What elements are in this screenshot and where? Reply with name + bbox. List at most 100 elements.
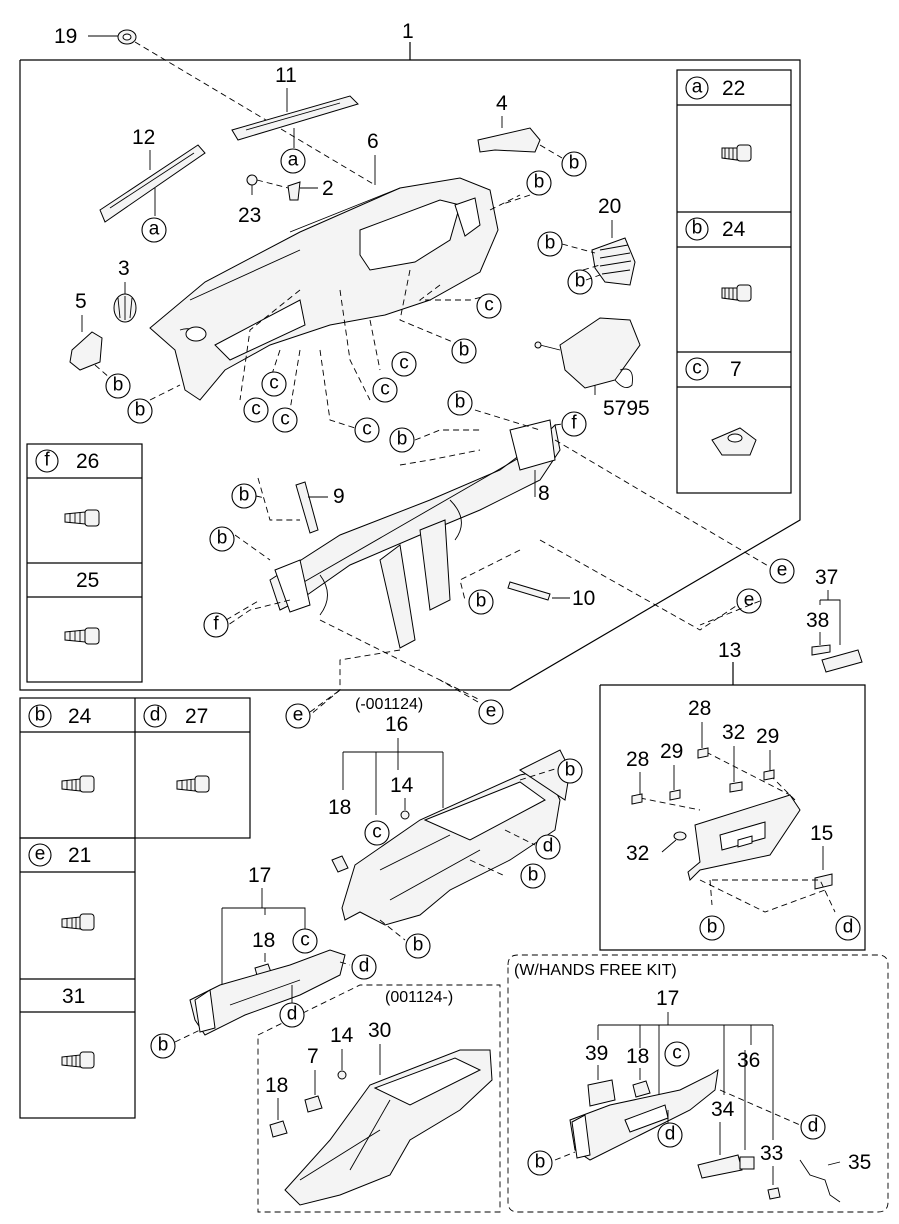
legend-25-part: 25 <box>76 569 99 592</box>
callout-3: 3 <box>118 257 130 280</box>
callout-b: b <box>545 233 556 254</box>
screw-icon <box>61 913 95 931</box>
legend-b-lower-letter: b <box>35 705 46 726</box>
callout-b: b <box>569 153 580 174</box>
callout-b: b <box>459 340 470 361</box>
callout-18b: 18 <box>252 929 275 952</box>
clip-nut-icon <box>711 427 757 456</box>
legend-b-lower-part: 24 <box>68 705 92 728</box>
screw-icon <box>61 1051 95 1069</box>
callout-12: 12 <box>132 126 155 149</box>
part-6-crash-pad: 6 <box>149 130 499 401</box>
callout-b: b <box>455 392 466 413</box>
callout-b: b <box>158 1035 169 1056</box>
callout-e: e <box>744 590 755 611</box>
callout-16: 16 <box>385 713 408 736</box>
callout-15: 15 <box>810 822 833 845</box>
callout-c: c <box>251 399 261 420</box>
callout-8: 8 <box>538 482 550 505</box>
part-37-switch: 37 38 <box>806 566 863 673</box>
legend-a-part: 22 <box>722 77 745 100</box>
callout-18d: 18 <box>626 1045 649 1068</box>
legend-e-letter: e <box>35 844 46 865</box>
legend-e-part: 21 <box>68 844 91 867</box>
callout-17b: 17 <box>656 987 679 1010</box>
callout-b: b <box>113 375 124 396</box>
callout-c: c <box>484 295 494 316</box>
callout-4: 4 <box>496 92 508 115</box>
callout-b: b <box>239 485 250 506</box>
callout-c: c <box>280 409 290 430</box>
callout-b: b <box>535 1152 546 1173</box>
callout-17a: 17 <box>248 864 271 887</box>
callout-14b: 14 <box>330 1024 354 1047</box>
callout-28a: 28 <box>688 697 711 720</box>
part-12-side-grille: 12 <box>99 126 206 223</box>
callout-c: c <box>372 822 382 843</box>
callout-a: a <box>288 150 299 171</box>
legend-b-letter: b <box>692 218 703 239</box>
callout-14a: 14 <box>390 774 414 797</box>
legend-31-part: 31 <box>62 985 85 1008</box>
callout-b: b <box>476 591 487 612</box>
part-5795-airbag: 5795 <box>534 317 650 420</box>
callout-c: c <box>300 930 310 951</box>
screw-icon <box>176 775 210 793</box>
callout-9: 9 <box>333 485 345 508</box>
callout-29a: 29 <box>660 740 683 763</box>
callout-18a: 18 <box>328 796 351 819</box>
callout-30: 30 <box>368 1019 391 1042</box>
callout-11: 11 <box>275 64 297 87</box>
callout-e: e <box>486 701 497 722</box>
legend-d-letter: d <box>150 705 161 726</box>
part-8-cross-bar: 8 <box>269 419 561 649</box>
legend-b-part: 24 <box>722 218 746 241</box>
legend-box-abc: a 22 b 24 c 7 <box>676 69 792 494</box>
screw-icon <box>61 775 95 793</box>
callout-37: 37 <box>815 566 838 589</box>
callout-6: 6 <box>367 130 379 153</box>
callout-e: e <box>777 560 788 581</box>
callout-b: b <box>534 172 545 193</box>
part-2-bracket: 2 23 <box>238 174 334 227</box>
callout-35: 35 <box>848 1151 871 1174</box>
part-10-bracket: 10 <box>507 581 595 610</box>
callout-33: 33 <box>760 1142 783 1165</box>
callout-a: a <box>149 219 160 240</box>
callout-7: 7 <box>307 1045 319 1068</box>
callout-39: 39 <box>585 1042 608 1065</box>
callout-c: c <box>269 373 279 394</box>
note-before-001124: (-001124) <box>355 696 423 713</box>
variant-box-001124-after: (001124-) 30 7 14 18 <box>257 984 501 1213</box>
callout-c: c <box>399 353 409 374</box>
callout-b: b <box>397 429 408 450</box>
part-20-vent: 20 <box>561 195 636 286</box>
callout-leaders <box>225 194 761 713</box>
callout-f: f <box>213 614 219 635</box>
callout-d: d <box>665 1124 676 1145</box>
lower-panel-17: 17 18 <box>174 864 351 1043</box>
legend-c-letter: c <box>692 358 702 379</box>
note-hands-free: (W/HANDS FREE KIT) <box>514 962 677 979</box>
callout-18c: 18 <box>265 1074 288 1097</box>
callout-34: 34 <box>711 1098 735 1121</box>
part-5-bracket: 5 <box>69 290 111 379</box>
callout-b: b <box>217 528 228 549</box>
callout-23: 23 <box>238 204 261 227</box>
callout-b: b <box>528 865 539 886</box>
part-9-bracket: 9 <box>257 477 345 534</box>
part-4-duct: 4 <box>477 92 563 159</box>
legend-f-letter: f <box>44 450 50 471</box>
callout-28b: 28 <box>626 748 649 771</box>
callout-29b: 29 <box>756 725 779 748</box>
callout-c: c <box>362 419 372 440</box>
callout-e: e <box>293 705 304 726</box>
letter-callouts: a a b b b b b b b b b b b b b b b b b b … <box>105 148 861 1176</box>
legend-a-letter: a <box>692 77 703 98</box>
callout-c: c <box>380 379 390 400</box>
callout-d: d <box>843 917 854 938</box>
callout-5795: 5795 <box>603 397 650 420</box>
glove-box-frame: 13 28 28 29 29 32 32 15 <box>599 639 866 951</box>
part-3-cap: 3 <box>113 257 137 323</box>
